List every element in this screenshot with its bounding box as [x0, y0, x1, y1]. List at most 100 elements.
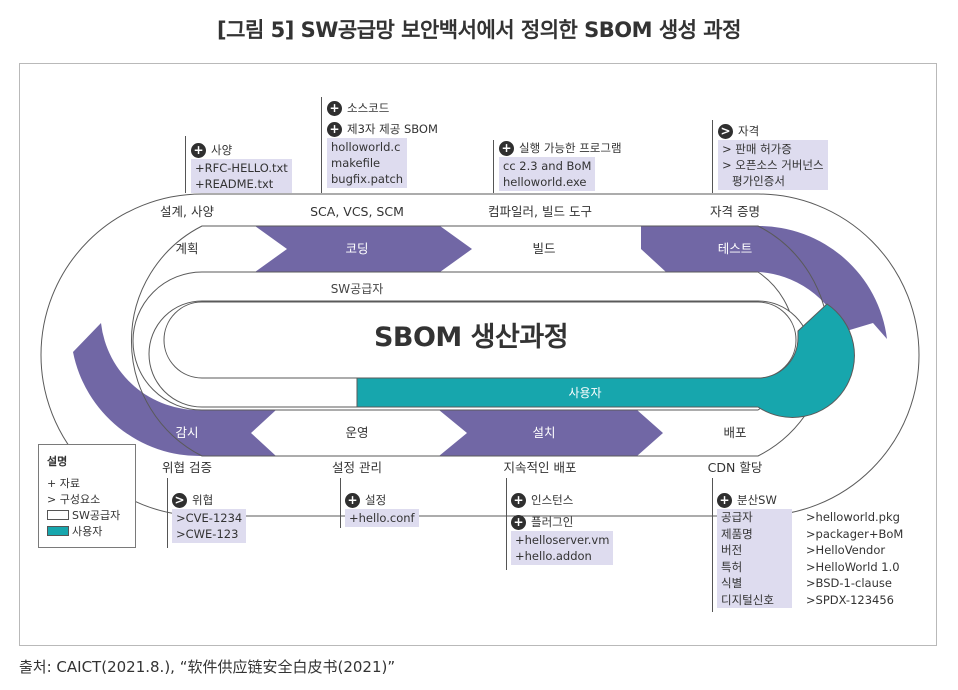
plus-icon: +	[717, 492, 732, 508]
list-item: +hello.conf	[349, 511, 415, 525]
dist-key: 제품명	[717, 525, 792, 542]
callout-dist-title: 분산SW	[737, 493, 777, 507]
stage-bottom-2: 설정 관리	[332, 460, 382, 475]
callout-source-items: holloworld.c makefile bugfix.patch	[327, 138, 408, 188]
plus-icon: +	[327, 100, 342, 116]
plus-icon: +	[191, 142, 206, 158]
list-item: cc 2.3 and BoM	[503, 159, 592, 173]
figure-title: [그림 5] SW공급망 보안백서에서 정의한 SBOM 생성 과정	[217, 18, 741, 42]
dist-value: >packager+BoM	[805, 526, 904, 541]
callout-exec-items: cc 2.3 and BoM helloworld.exe	[499, 157, 596, 191]
dist-key: 특허	[717, 558, 792, 575]
list-item: 평가인증서	[732, 174, 785, 188]
callout-config-items: +hello.conf	[345, 509, 419, 527]
stem-config	[340, 478, 341, 528]
stem-exec	[493, 140, 494, 193]
stage-bottom-1: 위협 검증	[162, 460, 212, 475]
supplier-swatch	[47, 510, 69, 520]
center-label: SBOM 생산과정	[374, 322, 568, 353]
list-item: +hello.addon	[515, 549, 592, 563]
table-row: 제품명 >packager+BoM	[717, 525, 907, 542]
plus-icon: +	[327, 121, 342, 137]
band-outline	[131, 225, 829, 457]
callout-instance-title: 인스턴스	[531, 493, 574, 507]
dist-value: >HelloWorld 1.0	[805, 559, 900, 574]
callout-cred: >자격 > 판매 허가증 > 오픈소스 거버넌스 평가인증서	[718, 122, 828, 190]
callout-threat-title: 위협	[192, 493, 214, 507]
phase-plan: 계획	[175, 241, 198, 256]
center-pill	[163, 301, 797, 379]
callout-config-title: 설정	[365, 493, 387, 507]
callout-instance-items: +helloserver.vm +hello.addon	[511, 531, 614, 565]
list-item: bugfix.patch	[331, 172, 404, 186]
band-monitor	[73, 323, 276, 457]
stage-bottom-3: 지속적인 배포	[504, 460, 577, 475]
phase-monitor: 감시	[175, 425, 198, 440]
callout-cred-items: > 판매 허가증 > 오픈소스 거버넌스 평가인증서	[718, 140, 828, 190]
phase-coding: 코딩	[345, 241, 368, 256]
band-install	[439, 410, 663, 456]
stage-top-1: 설계, 사양	[160, 204, 214, 219]
callout-spec-items: +RFC-HELLO.txt +README.txt	[191, 159, 292, 193]
sbom-cycle-diagram: SBOM 생산과정 SW공급자 사용자 설계, 사양 SCA, VCS, SCM…	[40, 193, 920, 517]
callout-config: + 설정 +hello.conf	[345, 491, 419, 527]
callout-dist: + 분산SW 공급자>helloworld.pkg 제품명 >packager+Bo…	[717, 491, 907, 608]
legend: 설명 + 자료 > 구성요소 SW공급자 사용자	[38, 444, 136, 548]
stage-top-2: SCA, VCS, SCM	[310, 204, 404, 219]
stem-spec	[185, 136, 186, 193]
callout-source-title: 소스코드	[347, 101, 390, 115]
callout-threat: > 위협 >CVE-1234 >CWE-123	[172, 491, 247, 543]
legend-item-data: + 자료	[47, 477, 80, 490]
callout-threat-items: >CVE-1234 >CWE-123	[172, 509, 247, 543]
dist-key: 디지털신호	[717, 591, 792, 608]
phase-test: 테스트	[718, 241, 753, 256]
plus-icon: +	[345, 492, 360, 508]
phase-install: 설치	[532, 425, 555, 440]
user-track	[356, 303, 855, 418]
chevron-right-icon: >	[172, 492, 187, 508]
stem-instance	[506, 478, 507, 570]
list-item: holloworld.c	[331, 140, 401, 154]
phase-operate: 운영	[345, 425, 368, 440]
legend-item: 사용자	[47, 523, 127, 539]
list-item: >CVE-1234	[176, 511, 243, 525]
legend-item-user: 사용자	[72, 525, 103, 538]
dist-value: >HelloVendor	[805, 543, 886, 558]
dist-value: >SPDX-123456	[805, 592, 894, 607]
band-coding	[255, 226, 472, 272]
supplier-label: SW공급자	[331, 282, 384, 296]
stage-bottom-4: CDN 할당	[708, 460, 763, 475]
callout-exec: + 실행 가능한 프로그램 cc 2.3 and BoM helloworld.e…	[499, 139, 622, 191]
list-item: >CWE-123	[176, 527, 239, 541]
band-test	[641, 225, 887, 339]
table-row: 식별 >BSD-1-clause	[717, 575, 907, 592]
list-item: +helloserver.vm	[515, 533, 610, 547]
list-item: makefile	[331, 156, 381, 170]
dist-table: 공급자>helloworld.pkg 제품명 >packager+BoM 버전>H…	[717, 509, 907, 608]
diagram-frame: SBOM 생산과정 SW공급자 사용자 설계, 사양 SCA, VCS, SCM…	[19, 63, 937, 646]
user-label: 사용자	[568, 386, 601, 400]
plus-icon: +	[511, 492, 526, 508]
stem-source	[321, 97, 322, 193]
table-row: 버전>HelloVendor	[717, 542, 907, 559]
list-item: helloworld.exe	[503, 175, 587, 189]
table-row: 공급자>helloworld.pkg	[717, 509, 907, 526]
list-item: +RFC-HELLO.txt	[195, 161, 288, 175]
stage-top-4: 자격 증명	[710, 204, 760, 219]
plus-icon: +	[511, 514, 526, 530]
dist-value: >BSD-1-clause	[805, 576, 892, 591]
legend-title: 설명	[47, 455, 68, 468]
legend-item: SW공급자	[47, 507, 127, 523]
user-swatch	[47, 526, 69, 536]
callout-instance-title2: 플러그인	[531, 515, 574, 529]
callout-source-title2: 제3자 제공 SBOM	[347, 122, 438, 136]
callout-exec-title: 실행 가능한 프로그램	[519, 141, 622, 155]
dist-key: 공급자	[717, 509, 792, 526]
stage-top-3: 컴파일러, 빌드 도구	[488, 204, 592, 219]
plus-icon: +	[499, 140, 514, 156]
legend-item: > 구성요소	[47, 491, 127, 507]
dist-key: 식별	[717, 575, 792, 592]
stem-dist	[712, 478, 713, 612]
legend-item-supplier: SW공급자	[72, 509, 121, 522]
stem-cred	[712, 120, 713, 193]
